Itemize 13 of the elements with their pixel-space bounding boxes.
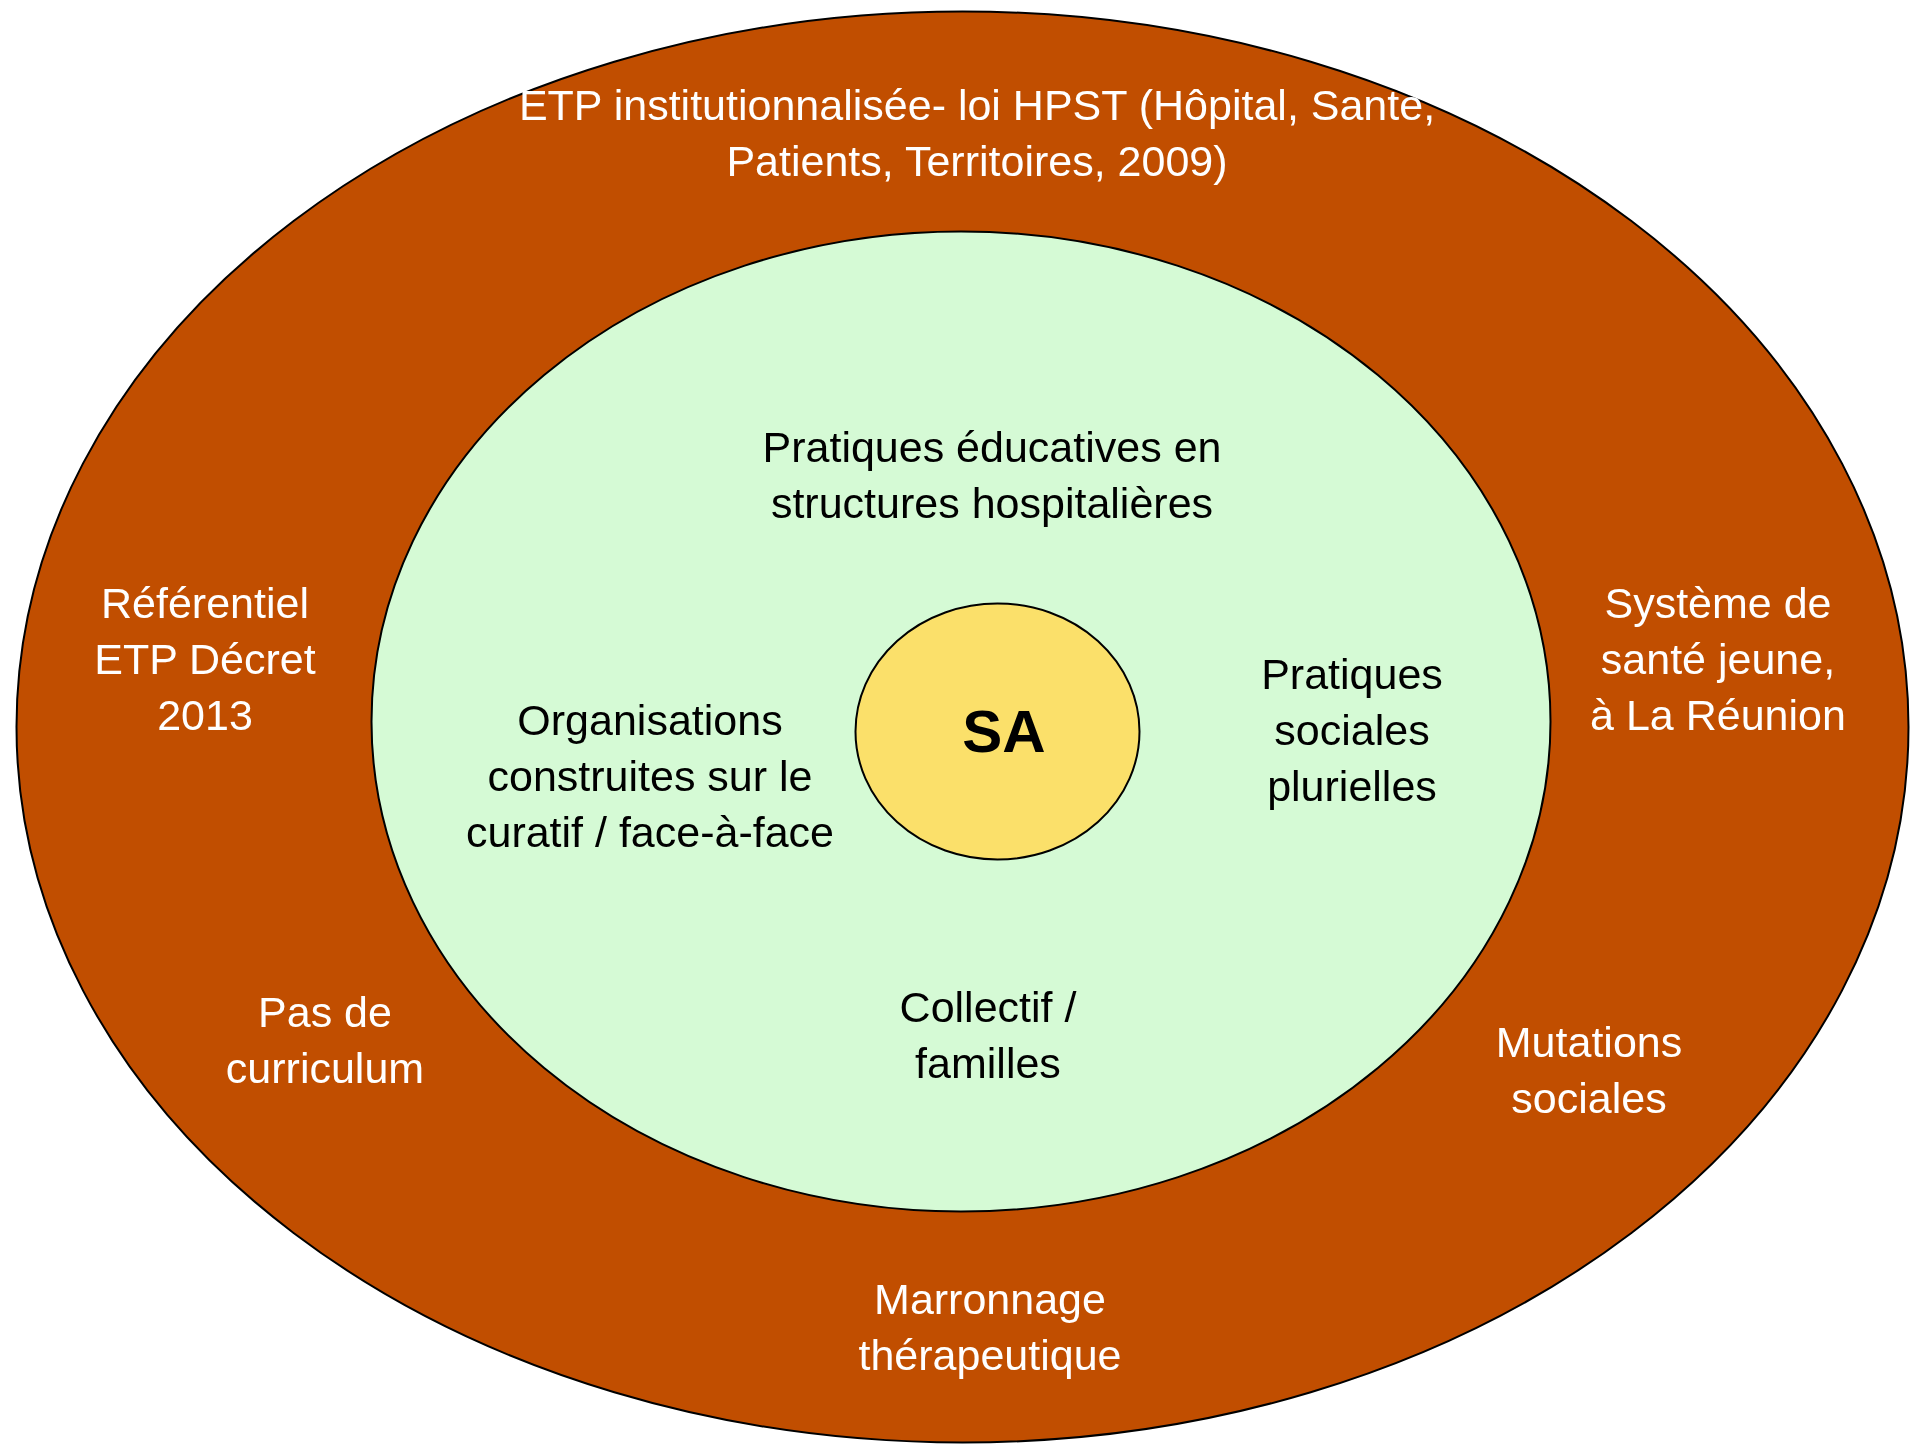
region-label: Marronnage thérapeutique: [857, 1274, 1123, 1381]
region-label: Collectif / familles: [898, 982, 1078, 1089]
region-label: Pas de curriculum: [224, 987, 426, 1094]
region-label: Pratiques éducatives en structures hospitalières: [761, 422, 1223, 529]
region-label: Référentiel ETP Décret 2013: [93, 578, 317, 741]
outer-ellipse: [15, 10, 1910, 1444]
region-label: Système de santé jeune, à La Réunion: [1589, 578, 1847, 741]
region-label: Organisations construites sur le curatif / face-à-face: [464, 695, 835, 858]
region-label: ETP institutionnalisée- loi HPST (Hôpital, Santé, Patients, Territoires, 2009): [517, 80, 1437, 187]
center-ellipse: [854, 602, 1141, 861]
center-label: SA: [961, 697, 1047, 767]
region-label: Pratiques sociales plurielles: [1260, 649, 1444, 812]
region-label: Mutations sociales: [1494, 1017, 1684, 1124]
